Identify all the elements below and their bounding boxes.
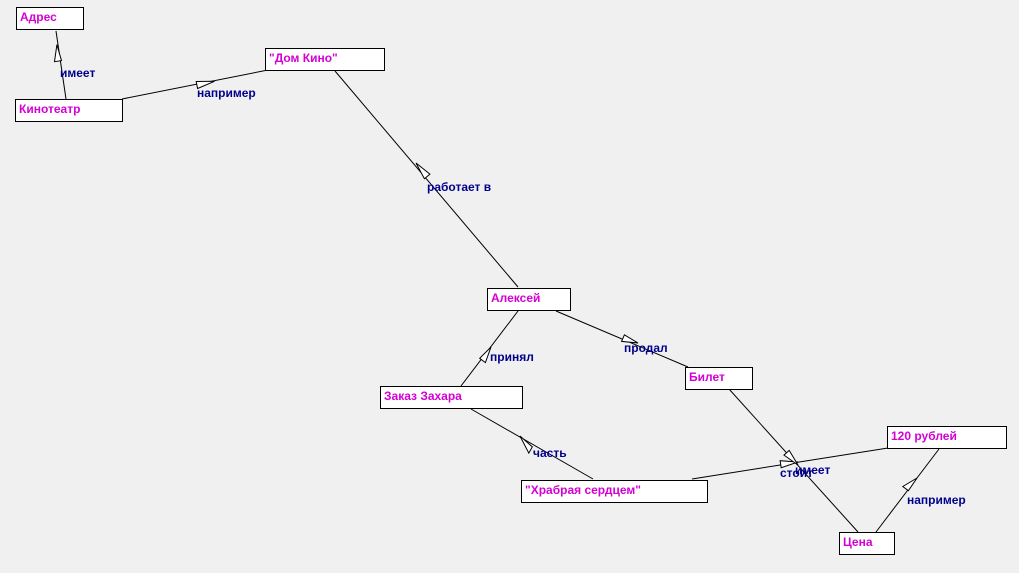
edge-label-imeet-1: имеет xyxy=(60,66,96,80)
edge-arrow-imeet-1 xyxy=(53,44,63,63)
node-hrabraya-serdtsem[interactable]: "Храбрая сердцем" xyxy=(521,480,708,503)
edge-arrow-naprimer-1 xyxy=(195,80,215,90)
edge-line-rabotaet-v xyxy=(334,70,519,288)
edge-label-naprimer-2: например xyxy=(907,493,966,507)
node-kinoteatr[interactable]: Кинотеатр xyxy=(15,99,123,122)
edge-label-rabotaet-v: работает в xyxy=(427,180,492,194)
edge-label-naprimer-1: например xyxy=(197,86,256,100)
edge-arrow-naprimer-2 xyxy=(901,477,918,492)
node-tsena[interactable]: Цена xyxy=(839,532,895,555)
node-adres[interactable]: Адрес xyxy=(16,7,84,30)
edge-label-chast: часть xyxy=(533,446,567,460)
node-bilet[interactable]: Билет xyxy=(685,367,753,390)
node-aleksey[interactable]: Алексей xyxy=(487,288,571,311)
edge-line-imeet-1 xyxy=(55,30,67,100)
edge-arrow-rabotaet-v xyxy=(415,162,431,180)
node-120-rubley[interactable]: 120 рублей xyxy=(887,426,1007,449)
edge-arrow-prinyal xyxy=(478,346,492,364)
edge-label-stoit: стоит xyxy=(780,466,813,480)
node-zakaz-zahara[interactable]: Заказ Захара xyxy=(380,386,523,409)
edge-line-prodal xyxy=(555,310,689,368)
node-dom-kino[interactable]: "Дом Кино" xyxy=(265,48,385,71)
edge-arrow-imeet-2 xyxy=(783,449,799,466)
edge-line-chast xyxy=(470,408,594,480)
edge-label-prodal: продал xyxy=(624,341,668,355)
edge-arrow-stoit xyxy=(779,460,799,469)
edge-label-imeet-2: имеет xyxy=(795,463,831,477)
edge-arrow-chast xyxy=(519,435,533,455)
edge-arrow-prodal xyxy=(620,334,639,344)
edge-label-prinyal: принял xyxy=(490,350,534,364)
edge-line-naprimer-1 xyxy=(121,69,269,100)
